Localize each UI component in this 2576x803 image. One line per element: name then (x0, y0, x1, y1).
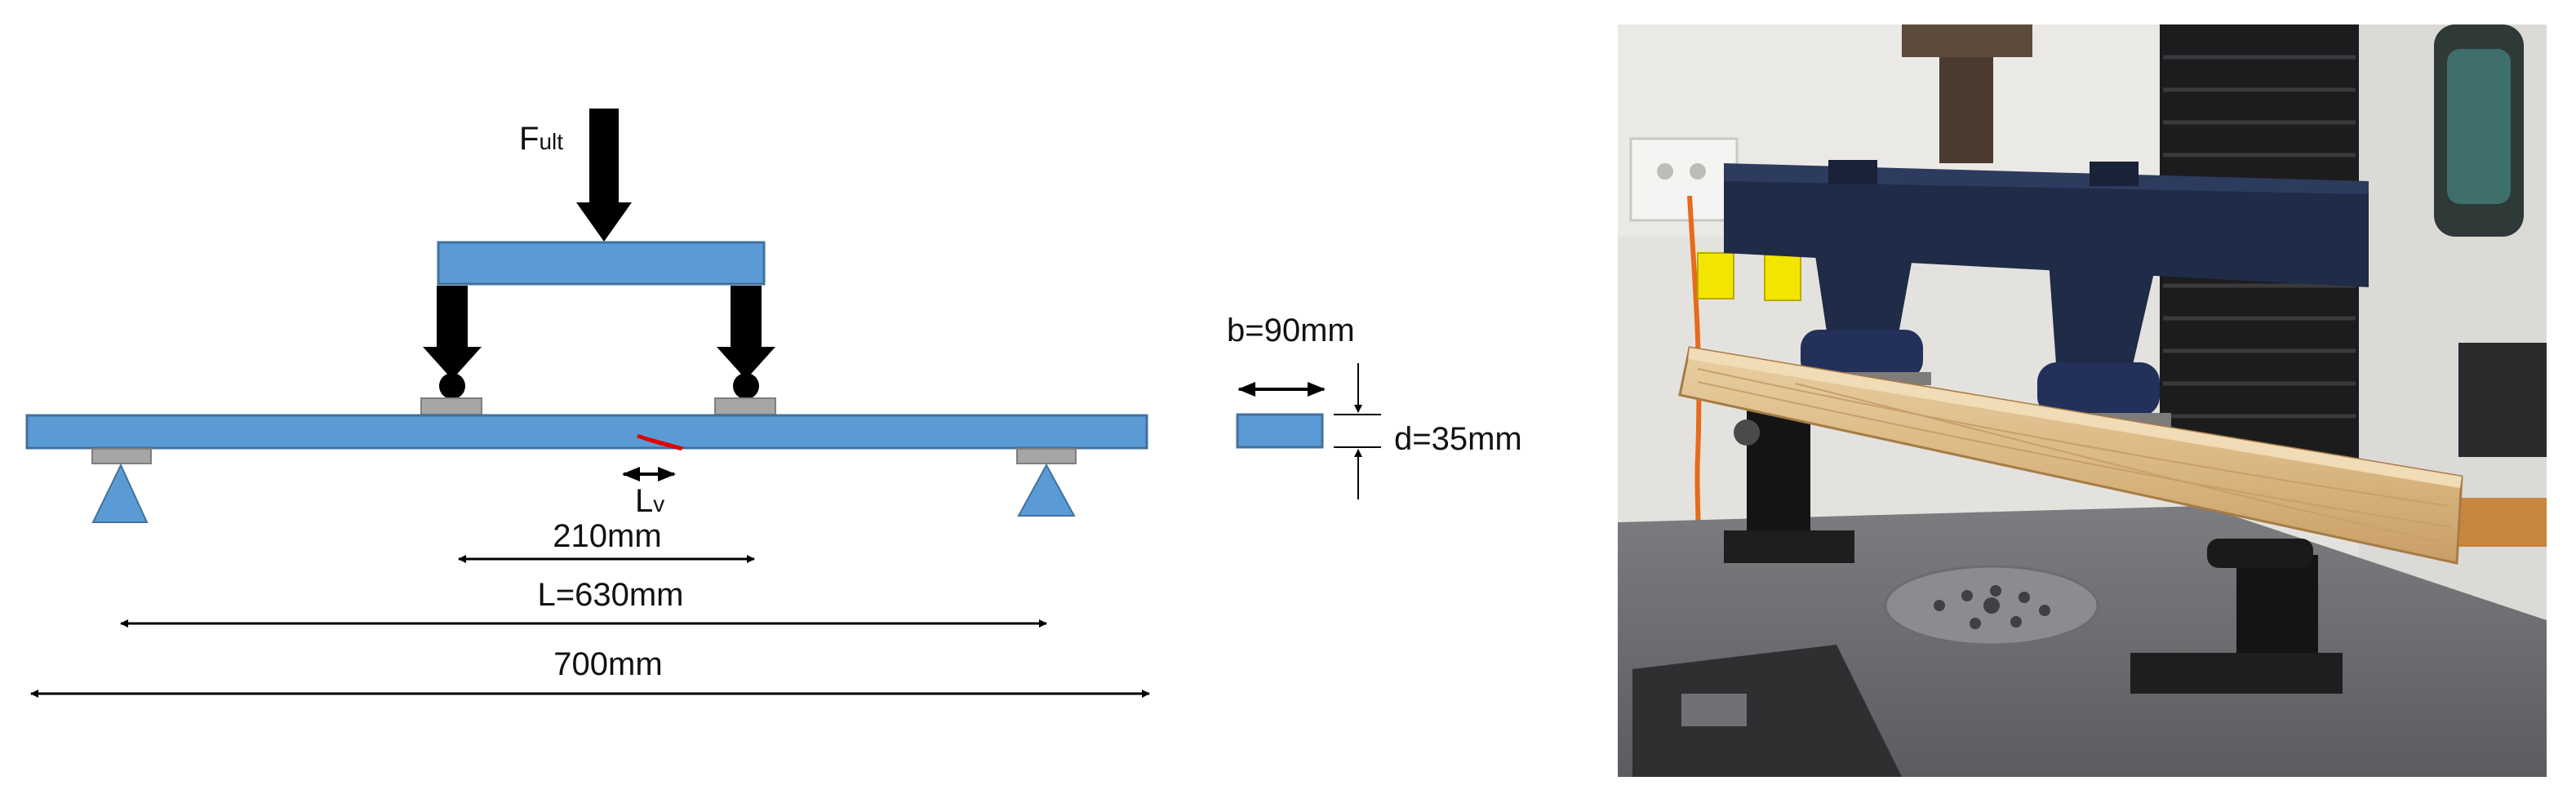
beam-schematic: Fult Lv 2 (25, 109, 1150, 698)
section-rectangle (1236, 413, 1324, 449)
load-bearing-plate-right (714, 397, 776, 415)
support-span-label: L=630mm (538, 577, 684, 613)
support-right (1017, 463, 1076, 517)
total-length-label: 700mm (553, 646, 662, 682)
timber-beam (25, 414, 1148, 450)
support-left (91, 463, 149, 523)
crack-length-label: Lv (635, 483, 664, 519)
load-point-right (717, 286, 775, 399)
test-rig-photo (1618, 24, 2547, 777)
load-span-label: 210mm (553, 518, 661, 554)
load-bearing-plate-left (420, 397, 482, 415)
support-plate-right (1016, 448, 1077, 464)
shear-crack (637, 434, 684, 450)
cross-section: b=90mm d=35mm (1227, 313, 1522, 499)
section-depth-label: d=35mm (1394, 421, 1522, 457)
ultimate-load-arrow (576, 109, 632, 242)
load-point-left (423, 286, 482, 399)
spreader-beam (437, 241, 766, 286)
section-width-label: b=90mm (1227, 313, 1355, 348)
ultimate-load-label: Fult (519, 121, 563, 157)
support-plate-left (91, 448, 152, 464)
